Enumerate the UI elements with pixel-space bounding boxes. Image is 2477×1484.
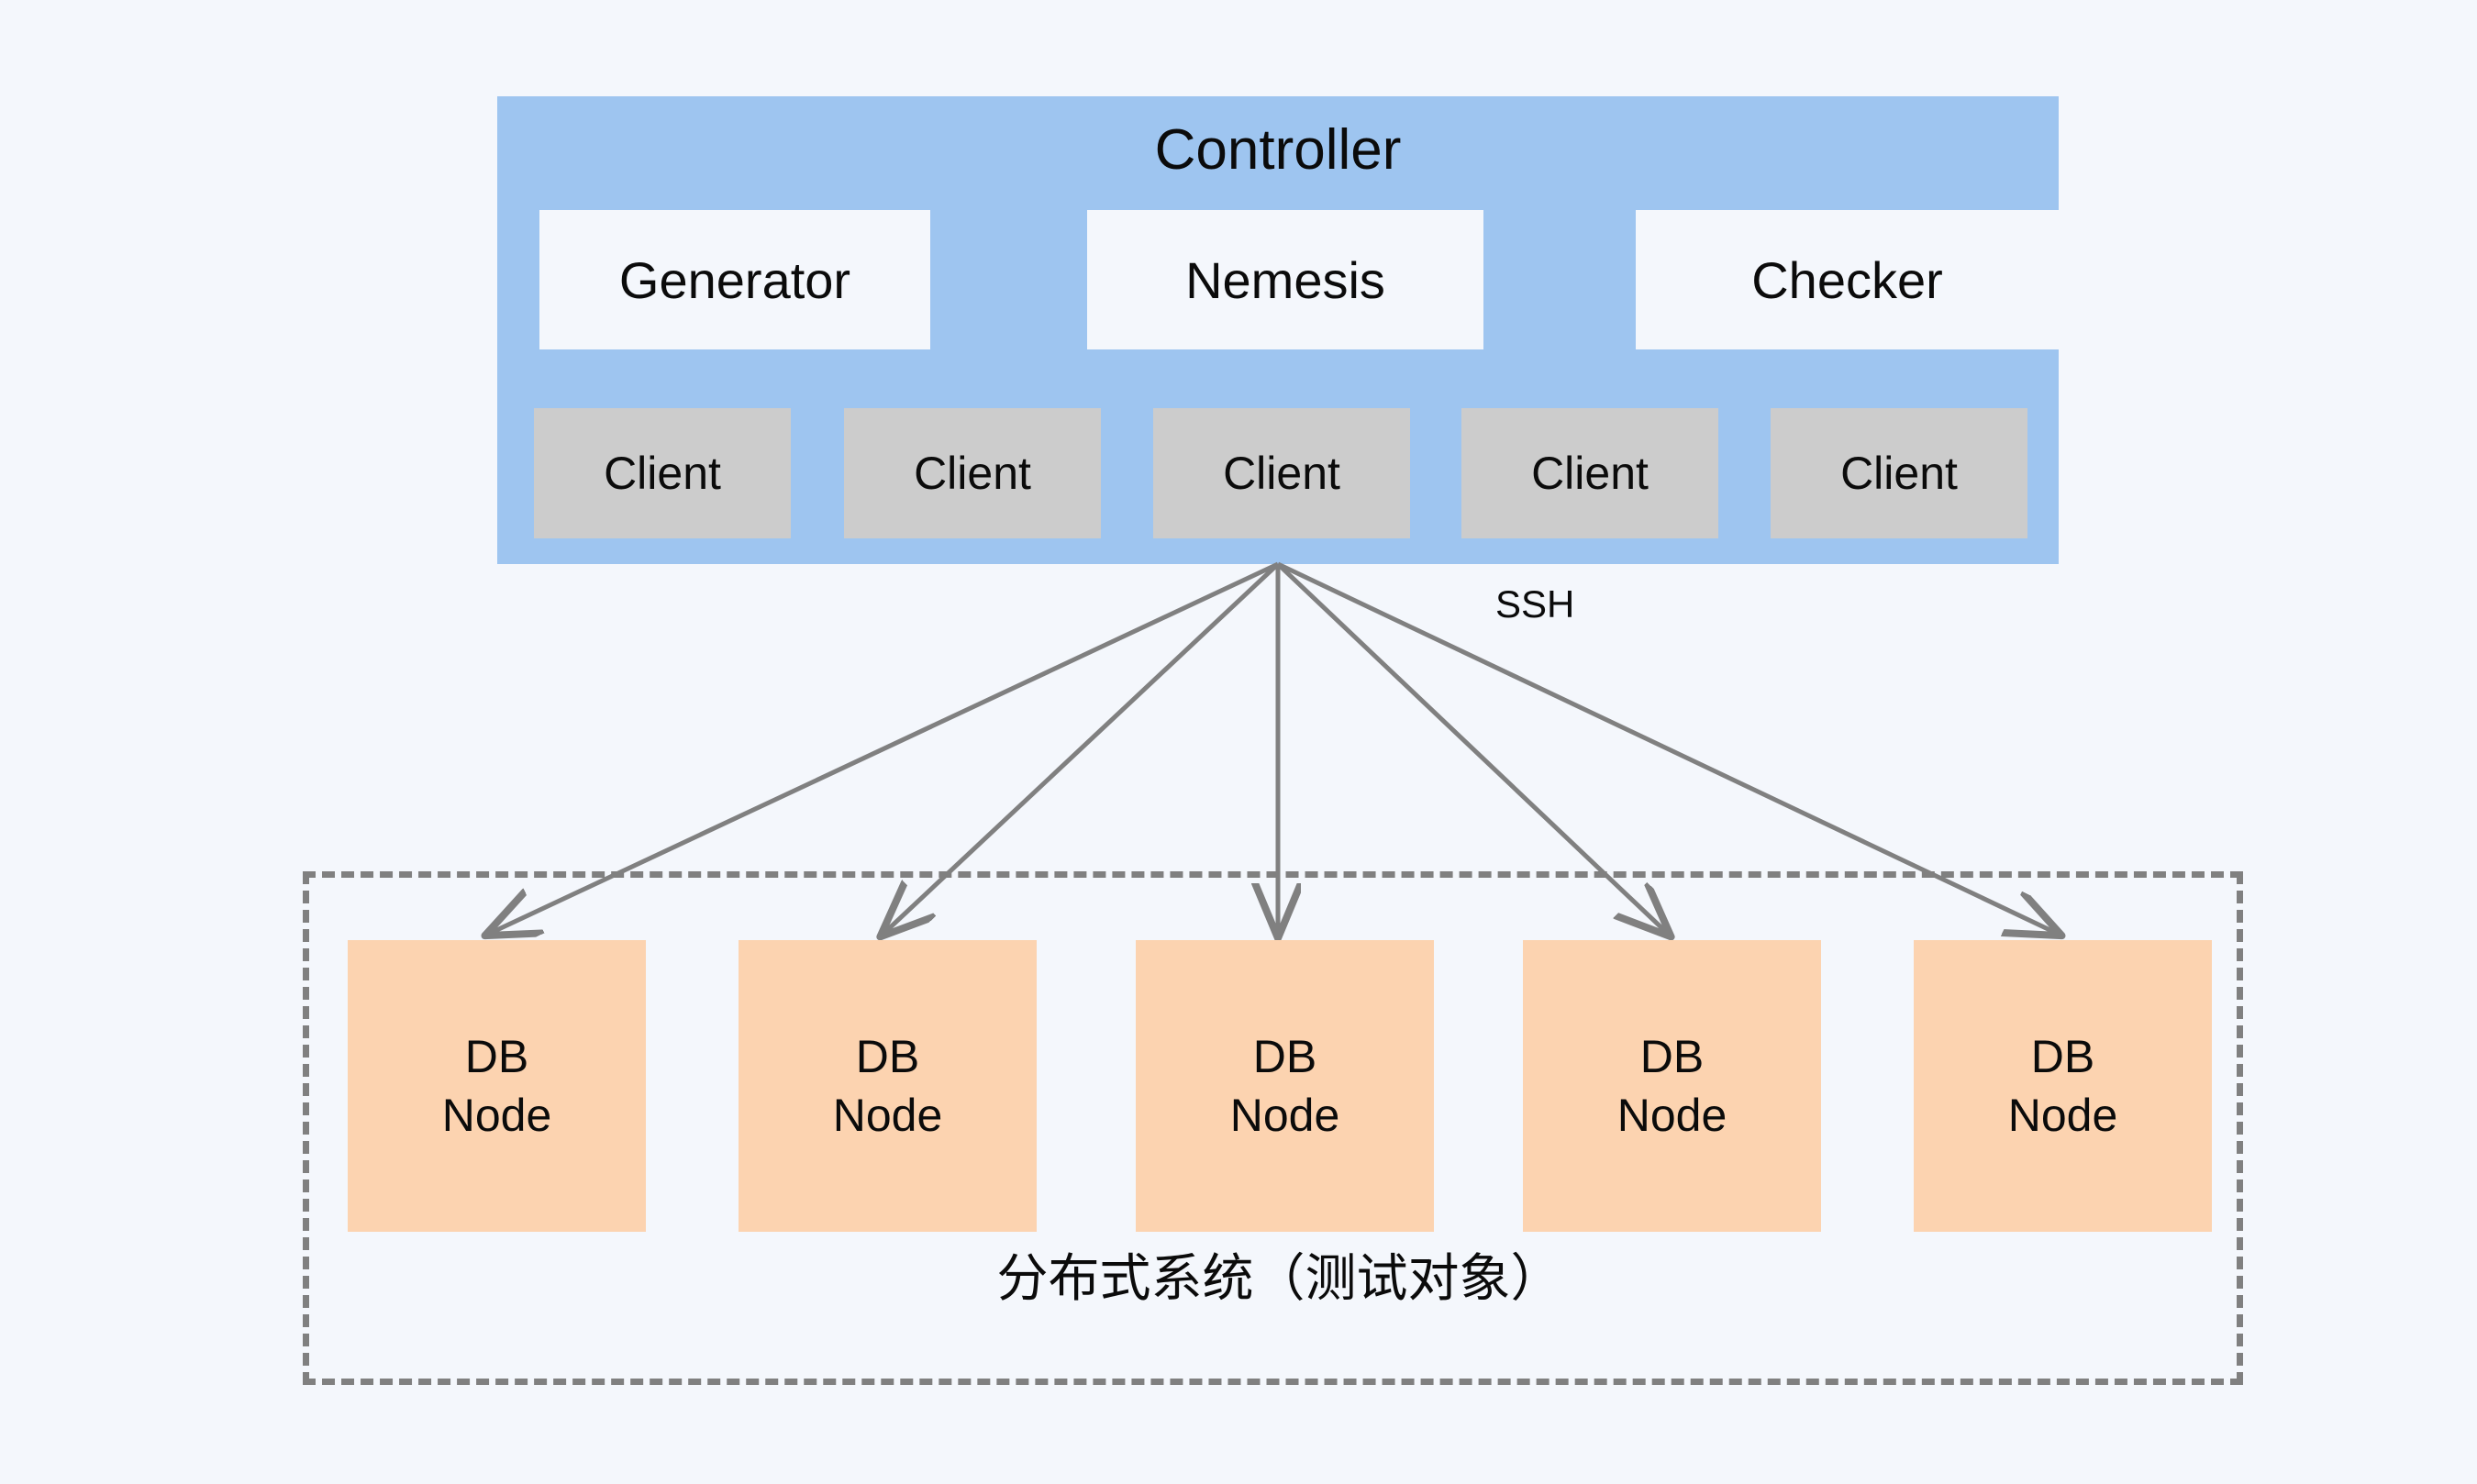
component-box-nemesis: Nemesis xyxy=(1087,210,1483,349)
db-node-label-line2: Node xyxy=(441,1090,552,1141)
system-under-test-caption: 分布式系统（测试对象） xyxy=(996,1249,1562,1307)
db-node-label-line1: DB xyxy=(2030,1031,2095,1082)
db-node-label-line2: Node xyxy=(832,1090,943,1141)
client-label: Client xyxy=(604,448,721,499)
db-node-label-line2: Node xyxy=(1229,1090,1340,1141)
db-node-label-line1: DB xyxy=(1252,1031,1317,1082)
db-node-label-line2: Node xyxy=(2007,1090,2118,1141)
client-box: Client xyxy=(1153,408,1410,538)
db-node-label-line2: Node xyxy=(1616,1090,1727,1141)
client-label: Client xyxy=(1840,448,1958,499)
component-label-checker: Checker xyxy=(1751,250,1943,309)
ssh-protocol-label: SSH xyxy=(1495,582,1575,626)
client-label: Client xyxy=(914,448,1031,499)
component-box-checker: Checker xyxy=(1636,210,2059,349)
db-node: DB Node xyxy=(1136,940,1434,1232)
client-box: Client xyxy=(1771,408,2027,538)
component-label-generator: Generator xyxy=(618,250,851,309)
controller-panel: Controller Generator Nemesis Checker Cli… xyxy=(497,96,2059,564)
client-label: Client xyxy=(1531,448,1649,499)
client-box: Client xyxy=(844,408,1101,538)
db-node-label-line1: DB xyxy=(855,1031,920,1082)
client-label: Client xyxy=(1223,448,1340,499)
component-box-generator: Generator xyxy=(539,210,930,349)
system-under-test-container: DB Node DB Node DB Node DB Node DB Node … xyxy=(303,871,2243,1385)
controller-title: Controller xyxy=(1154,118,1402,182)
db-node: DB Node xyxy=(739,940,1037,1232)
db-node-label-line1: DB xyxy=(1639,1031,1705,1082)
component-label-nemesis: Nemesis xyxy=(1185,250,1385,309)
db-node: DB Node xyxy=(1523,940,1821,1232)
client-box: Client xyxy=(1461,408,1718,538)
db-node: DB Node xyxy=(348,940,646,1232)
client-box: Client xyxy=(534,408,791,538)
db-node: DB Node xyxy=(1914,940,2212,1232)
db-node-label-line1: DB xyxy=(464,1031,529,1082)
